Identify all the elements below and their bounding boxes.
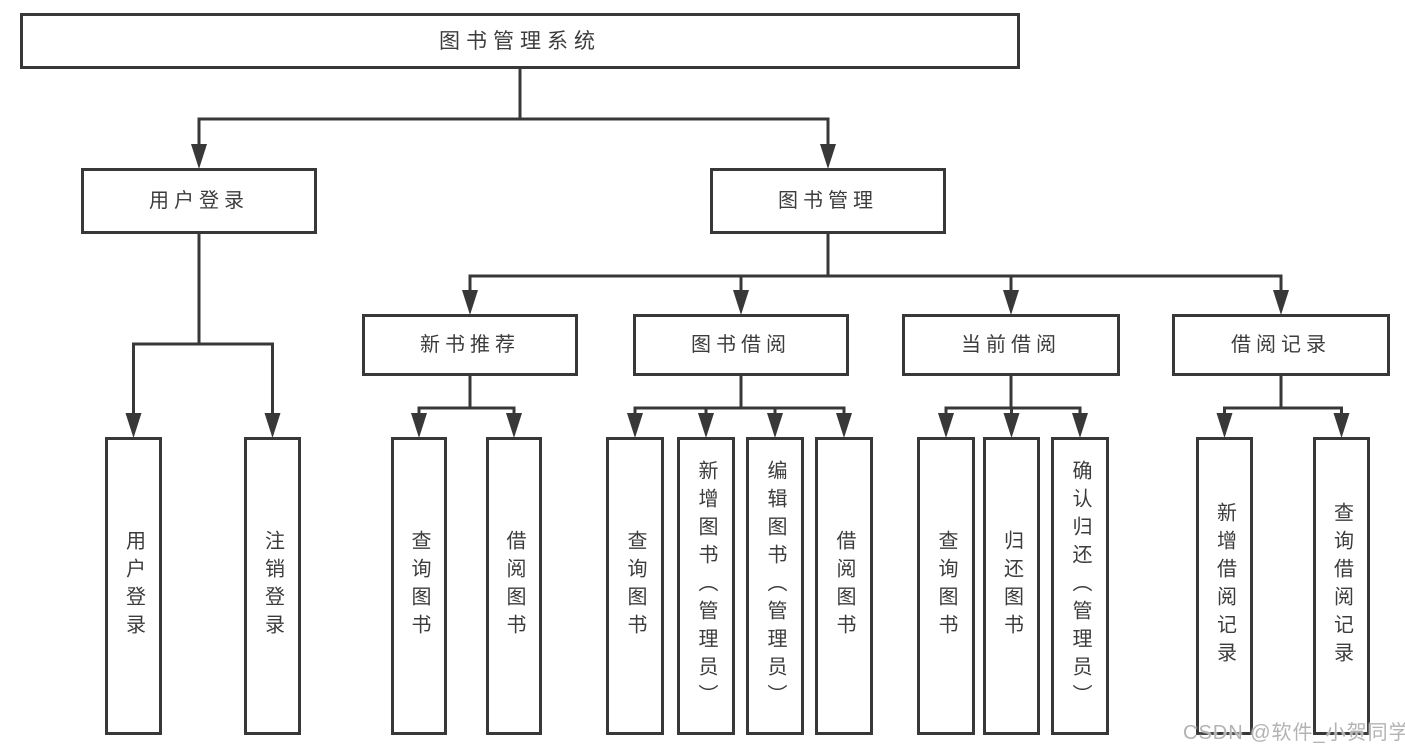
arrowhead (627, 413, 643, 438)
leaf-borrow-books: 借阅图书 (815, 437, 873, 735)
arrowhead (1273, 290, 1289, 315)
arrowhead (1333, 413, 1350, 438)
node-current-borrow: 当前借阅 (902, 314, 1120, 376)
connector-book-borrow-children (627, 374, 852, 438)
leaf-query-books-current: 查询图书 (917, 437, 975, 735)
arrowhead (733, 290, 749, 315)
arrowhead (506, 413, 522, 438)
arrowhead (1003, 413, 1020, 438)
arrowhead (462, 290, 478, 315)
connector-user-login-children (125, 232, 281, 438)
arrowhead (1216, 413, 1233, 438)
connector-borrow-record-children (1216, 374, 1350, 438)
node-new-book-recommend: 新书推荐 (362, 314, 578, 376)
node-book-borrow: 图书借阅 (633, 314, 849, 376)
leaf-confirm-return-admin: 确认归还（管理员） (1051, 437, 1109, 735)
leaf-query-borrow-record: 查询借阅记录 (1313, 437, 1370, 735)
leaf-user-login: 用户登录 (105, 437, 162, 735)
node-borrow-records: 借阅记录 (1172, 314, 1390, 376)
leaf-add-borrow-record: 新增借阅记录 (1196, 437, 1253, 735)
leaf-edit-books-admin: 编辑图书（管理员） (746, 437, 804, 735)
connector-root-to-level2 (191, 67, 836, 169)
leaf-query-books-borrow: 查询图书 (606, 437, 664, 735)
leaf-borrow-books-recommend: 借阅图书 (486, 437, 542, 735)
watermark: CSDN @软件_小贺同学 (1183, 722, 1405, 744)
arrowhead (767, 413, 783, 438)
arrowhead (1072, 413, 1088, 438)
node-book-management: 图书管理 (710, 168, 946, 234)
leaf-logout: 注销登录 (244, 437, 301, 735)
arrowhead (411, 413, 427, 438)
connector-new-book-children (411, 374, 522, 438)
arrowhead (820, 144, 836, 169)
arrowhead (264, 413, 281, 438)
arrowhead (698, 413, 714, 438)
leaf-add-books-admin: 新增图书（管理员） (677, 437, 735, 735)
arrowhead (125, 413, 142, 438)
node-root-system: 图书管理系统 (20, 13, 1020, 69)
leaf-return-books: 归还图书 (983, 437, 1040, 735)
arrowhead (836, 413, 852, 438)
arrowhead (938, 413, 954, 438)
arrowhead (1003, 290, 1019, 315)
node-user-login: 用户登录 (81, 168, 317, 234)
connector-book-management-to-level3 (462, 232, 1289, 315)
leaf-query-books-recommend: 查询图书 (391, 437, 447, 735)
connector-current-borrow-children (938, 374, 1088, 438)
arrowhead (191, 144, 207, 169)
